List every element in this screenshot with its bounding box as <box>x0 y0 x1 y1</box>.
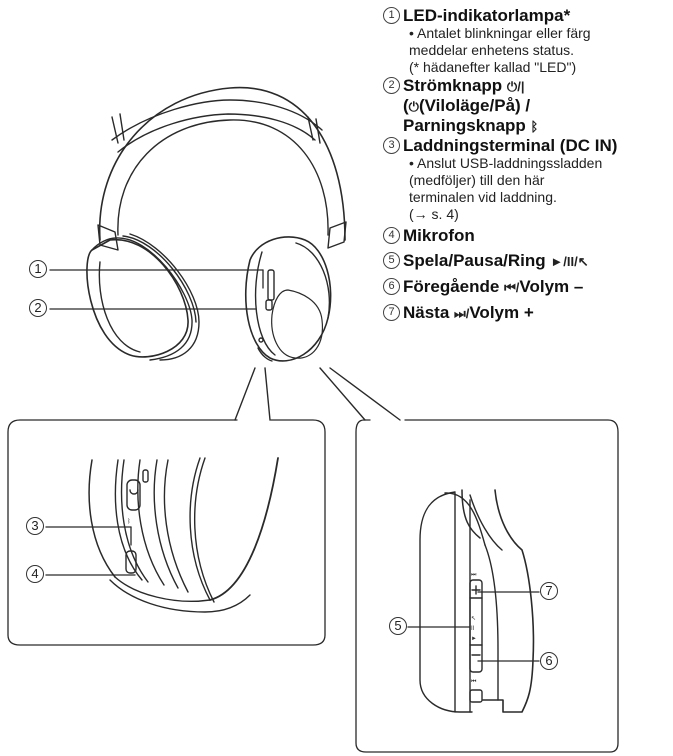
right-detail-box: ⏭ ⏮ ↖ II ► <box>355 419 619 753</box>
legend-item-mic: 4 Mikrofon <box>383 226 673 245</box>
left-detail-box: ᛒ <box>7 419 326 646</box>
callout-6: 6 <box>540 652 558 670</box>
item-title-prev: Föregående <box>403 277 500 296</box>
right-earcup-drawing <box>244 236 332 362</box>
item-number-7: 7 <box>383 304 400 321</box>
svg-text:II: II <box>471 626 475 632</box>
item-desc-line: (* hädanefter kallad "LED") <box>409 59 577 75</box>
item-number-5: 5 <box>383 252 400 269</box>
item-title-vol-down: Volym – <box>519 277 584 296</box>
callout-5: 5 <box>389 617 407 635</box>
item-number-3: 3 <box>383 137 400 154</box>
item-desc-line: terminalen vid laddning. <box>409 189 557 205</box>
legend-item-dc-in: 3 Laddningsterminal (DC IN) • Anslut USB… <box>383 136 673 223</box>
item-desc-line: meddelar enhetens status. <box>409 42 574 58</box>
svg-text:ᛒ: ᛒ <box>127 518 131 525</box>
play-pause-call-icon: ►/II/↖ <box>550 254 589 269</box>
leader-lines <box>49 269 264 310</box>
parts-legend: 1 LED-indikatorlampa* • Antalet blinknin… <box>383 6 673 323</box>
item-number-4: 4 <box>383 227 400 244</box>
item-title-power: Strömknapp <box>403 76 503 95</box>
standby-icon: ⏻ <box>408 99 419 114</box>
item-desc-line: (→ s. 4) <box>409 206 459 222</box>
callout-7: 7 <box>540 582 558 600</box>
callout-2: 2 <box>29 299 47 317</box>
legend-item-next: 7 Nästa ⏭/Volym + <box>383 303 673 323</box>
svg-text:⏭: ⏭ <box>471 572 477 578</box>
item-title-standby: (Viloläge/På) / <box>418 96 531 115</box>
item-title-pairing: Parningsknapp <box>403 116 526 135</box>
svg-text:↖: ↖ <box>471 616 476 622</box>
svg-text:⏮: ⏮ <box>471 679 477 685</box>
previous-track-icon: ⏮/ <box>504 280 520 295</box>
item-number-6: 6 <box>383 278 400 295</box>
item-title-led: LED-indikatorlampa* <box>403 6 571 25</box>
item-desc-line: • Anslut USB-laddningssladden <box>409 155 603 171</box>
legend-item-prev: 6 Föregående ⏮/Volym – <box>383 277 673 297</box>
svg-text:►: ► <box>471 636 477 642</box>
item-number-1: 1 <box>383 7 400 24</box>
left-earcup-drawing <box>86 233 200 361</box>
callout-1: 1 <box>29 260 47 278</box>
item-title-mic: Mikrofon <box>403 226 475 245</box>
item-title-vol-up: Volym + <box>469 303 534 322</box>
callout-4: 4 <box>26 565 44 583</box>
headband-drawing <box>97 86 347 251</box>
legend-item-led: 1 LED-indikatorlampa* • Antalet blinknin… <box>383 6 673 76</box>
callout-3: 3 <box>26 517 44 535</box>
power-icon: ⏻/| <box>506 79 525 94</box>
bluetooth-icon: ᛒ <box>530 119 539 134</box>
item-desc-line: (medföljer) till den här <box>409 172 545 188</box>
item-title-next: Nästa <box>403 303 450 322</box>
next-track-icon: ⏭/ <box>454 306 470 321</box>
item-desc-line: • Antalet blinkningar eller färg <box>409 25 591 41</box>
item-title-dc-in: Laddningsterminal (DC IN) <box>403 136 618 155</box>
item-title-play: Spela/Pausa/Ring <box>403 251 546 270</box>
item-number-2: 2 <box>383 77 400 94</box>
legend-item-power: 2 Strömknapp ⏻/| (⏻(Viloläge/På) / Parni… <box>383 76 673 136</box>
legend-item-play: 5 Spela/Pausa/Ring ►/II/↖ <box>383 251 673 271</box>
zoom-pointers <box>234 367 401 421</box>
